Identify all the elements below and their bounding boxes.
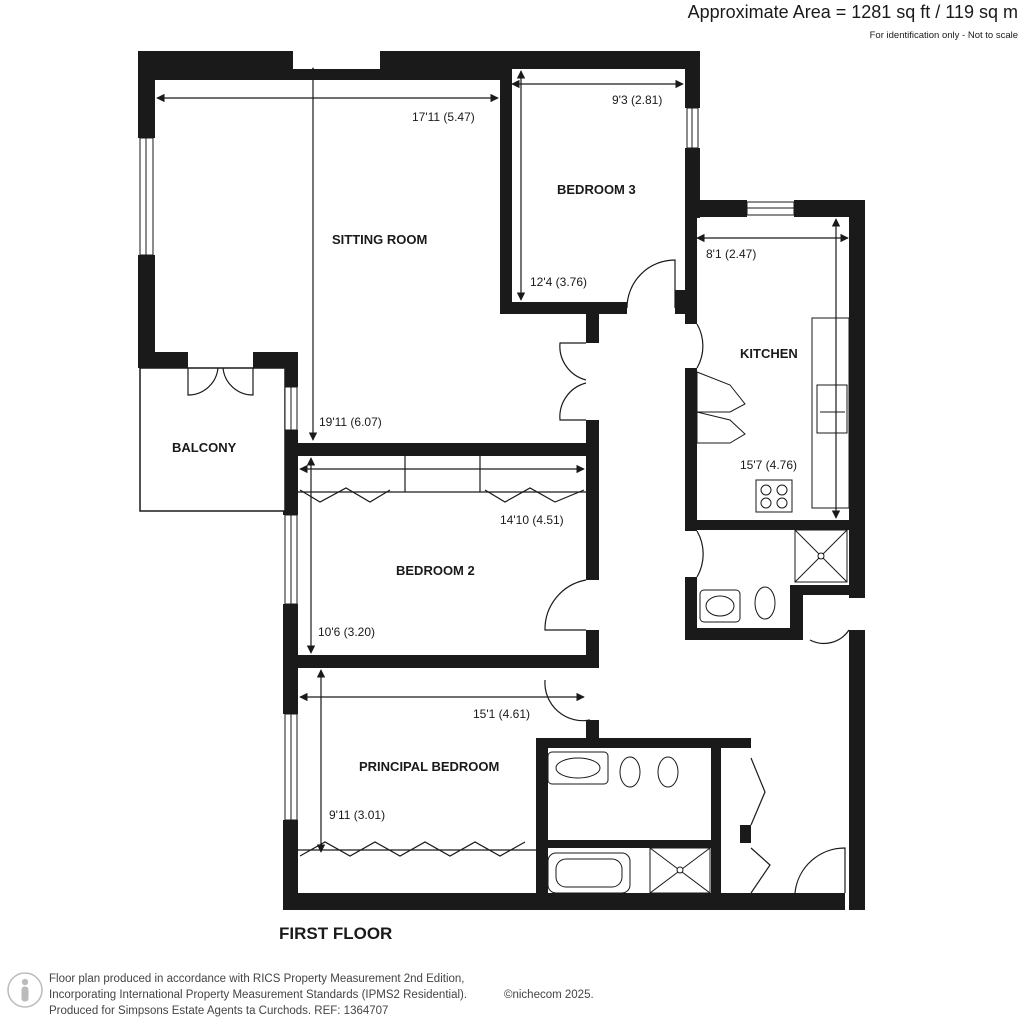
footer-brand: ©nichecom 2025. [504,989,594,1001]
person-logo-icon [7,972,43,1008]
bathroom-fittings [547,529,848,894]
footer: Floor plan produced in accordance with R… [49,971,594,1019]
doors [187,259,850,894]
bedroom-2-label: BEDROOM 2 [396,563,475,578]
kitchen-length: 15'7 (4.76) [740,458,797,472]
bedroom-2-width: 14'10 (4.51) [500,513,564,527]
sitting-room-label: SITTING ROOM [332,232,427,247]
footer-line-3: Produced for Simpsons Estate Agents ta C… [49,1005,389,1017]
footer-line-1: Floor plan produced in accordance with R… [49,973,465,985]
kitchen-fittings [696,317,850,513]
balcony-label: BALCONY [172,440,237,455]
kitchen-label: KITCHEN [740,346,798,361]
sitting-room-width: 17'11 (5.47) [412,110,475,124]
bedroom-3-width: 9'3 (2.81) [612,93,662,107]
approximate-area: Approximate Area = 1281 sq ft / 119 sq m [687,2,1018,22]
principal-bedroom-length: 9'11 (3.01) [329,808,385,822]
balcony-outline [139,367,286,512]
dimension-lines [156,67,849,853]
principal-bedroom-label: PRINCIPAL BEDROOM [359,759,499,774]
sitting-room-length: 19'11 (6.07) [319,415,382,429]
principal-bedroom-width: 15'1 (4.61) [473,707,530,721]
floor-label: FIRST FLOOR [279,924,393,943]
bedroom-3-length: 12'4 (3.76) [530,275,587,289]
walls [138,51,865,910]
scale-note: For identification only - Not to scale [869,30,1018,41]
bedroom-2-length: 10'6 (3.20) [318,625,375,639]
kitchen-width: 8'1 (2.47) [706,247,756,261]
windows [139,107,795,821]
bedroom-3-label: BEDROOM 3 [557,182,636,197]
footer-line-2: Incorporating International Property Mea… [49,989,468,1001]
